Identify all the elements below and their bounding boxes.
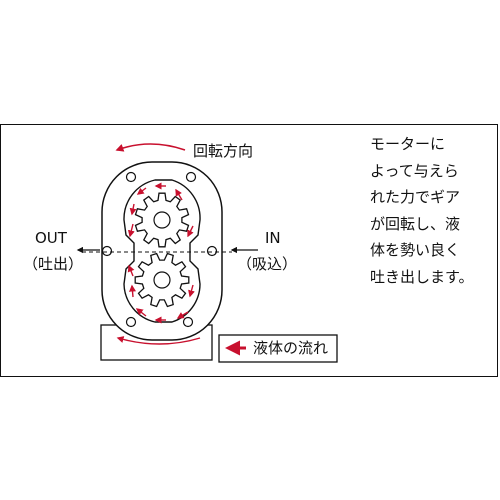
description: モーターに よって与えら れた力でギア が回転し、液 体を勢い良く 吐き出します… [370,131,488,290]
flow-arrow [188,284,195,298]
bolt-hole [206,245,218,257]
flow-arrow [187,225,194,238]
flow-legend-label: 液体の流れ [253,339,329,357]
flow-arrow [136,187,147,195]
bolt-holes [101,171,218,328]
rotation-arrow [115,143,186,152]
bolt-hole [182,316,194,328]
description-line: モーターに [370,135,446,153]
driven-gear [134,252,190,308]
gear-shaft [153,271,171,289]
in-sub-label: （吸込） [237,255,298,273]
in-label: IN [265,229,281,247]
out-label: OUT [35,229,67,247]
drive-gear [134,192,190,248]
flow-arrow [127,223,135,238]
out-sub-label: （吐出） [23,255,84,273]
flow-arrow [175,188,183,201]
flow-arrows [116,182,201,345]
bolt-hole [125,316,137,328]
flow-arrow [129,284,136,298]
flow-arrow [127,264,135,277]
bolt-hole [185,171,197,183]
description-line: が回転し、液 [370,214,461,233]
bolt-hole [125,171,137,183]
description-line: れた力でギア [370,188,461,206]
diagram-frame [0,124,498,377]
flow-arrow [116,336,201,345]
flow-arrow [176,311,189,319]
rotation-direction-label: 回転方向 [193,142,254,160]
description-line: 体を勢い良く [370,241,461,259]
gear-shaft [153,211,171,229]
flow-arrow [129,203,137,216]
flow-arrow [135,308,147,317]
bolt-hole [101,245,113,257]
description-line: よって与えら [370,161,459,180]
description-line: 吐き出します。 [370,267,474,286]
